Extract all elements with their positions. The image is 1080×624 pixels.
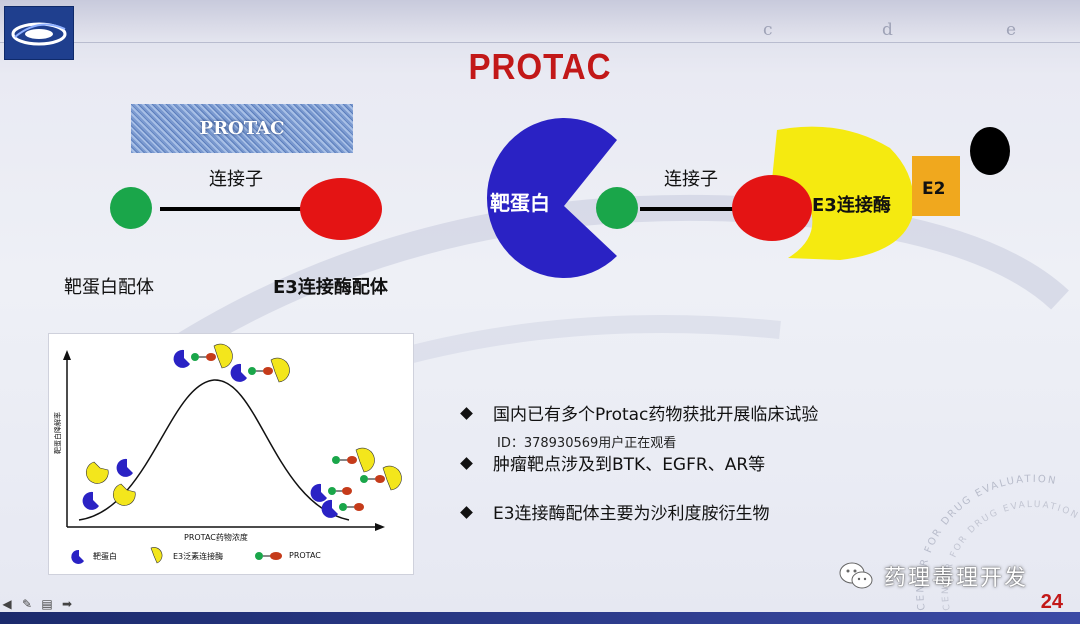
legend-protac: PROTAC: [289, 551, 321, 560]
legend-e3-ligase: E3泛素连接酶: [173, 552, 224, 561]
e3-ligand-red-ellipse: [300, 178, 382, 240]
bullet-3: E3连接酶配体主要为沙利度胺衍生物: [460, 499, 770, 524]
bullet-2-text: 肿瘤靶点涉及到BTK、EGFR、AR等: [493, 455, 766, 475]
protac-label-box: PROTAC: [131, 104, 353, 153]
bullet-1: 国内已有多个Protac药物获批开展临床试验: [460, 400, 819, 425]
slide-title: PROTAC: [468, 46, 612, 87]
wechat-icon: [839, 562, 873, 589]
diamond-bullet-icon: [460, 407, 473, 420]
header-letter-d: d: [882, 20, 893, 40]
e3-ligand-label: E3连接酶配体: [273, 277, 388, 298]
x-axis-label: PROTAC药物浓度: [184, 533, 248, 542]
cde-logo: [4, 6, 74, 60]
prev-slide-icon[interactable]: ◀: [2, 597, 12, 611]
bell-curve: [78, 379, 350, 521]
header-bar: [0, 0, 1080, 43]
y-axis-arrow: [63, 350, 71, 360]
wechat-account-watermark: 药理毒理开发: [838, 560, 1028, 592]
slideshow-toolbar: ◀ ✎ ▤ ➡: [0, 597, 74, 611]
header-letter-e: e: [1006, 20, 1017, 40]
right-green-ligand: [596, 187, 638, 229]
e3-ligase-shape: [772, 126, 914, 260]
target-protein-shape: [486, 118, 617, 278]
page-number: 24: [1040, 591, 1063, 613]
left-protac-molecule: [110, 178, 382, 240]
bottom-bar: [0, 612, 1080, 624]
protac-box-label: PROTAC: [199, 118, 285, 139]
right-red-ligand: [732, 175, 812, 241]
e2-box: [912, 156, 960, 216]
low-conc-molecules: [82, 458, 136, 510]
menu-icon[interactable]: ▤: [41, 597, 53, 611]
bullet-3-text: E3连接酶配体主要为沙利度胺衍生物: [493, 504, 770, 524]
cde-circular-stamp: CENTER FOR DRUG EVALUATION CENTER FOR DR…: [915, 474, 1078, 611]
next-slide-icon[interactable]: ➡: [61, 597, 73, 611]
legend-target-protein: 靶蛋白: [93, 552, 117, 561]
hook-effect-diagram: [63, 343, 402, 564]
right-linker-label: 连接子: [664, 169, 718, 190]
bullet-1-text: 国内已有多个Protac药物获批开展临床试验: [493, 405, 819, 425]
left-linker-label: 连接子: [209, 169, 263, 190]
high-conc-molecules: [310, 447, 402, 518]
target-ligand-label: 靶蛋白配体: [64, 277, 154, 298]
e2-label: E2: [922, 179, 946, 199]
y-axis-label: 靶蛋白降解率: [54, 412, 62, 454]
account-name: 药理毒理开发: [884, 566, 1029, 591]
legend-icons: [71, 547, 282, 564]
diamond-bullet-icon: [460, 457, 473, 470]
pen-icon[interactable]: ✎: [21, 597, 33, 611]
target-protein-label: 靶蛋白: [490, 191, 550, 215]
peak-ternary-molecules: [173, 343, 290, 383]
e3-ligase-label: E3连接酶: [812, 195, 891, 216]
bullet-2: 肿瘤靶点涉及到BTK、EGFR、AR等: [460, 450, 766, 475]
ubiquitin-black-dot: [970, 127, 1010, 175]
x-axis-arrow: [375, 523, 385, 531]
target-ligand-green-circle: [110, 187, 152, 229]
hook-effect-panel: PROTAC药物浓度 靶蛋白降解率 靶蛋白 E3泛素连接酶 PROTAC: [48, 333, 414, 575]
diamond-bullet-icon: [460, 506, 473, 519]
viewer-notice: ID：378930569用户正在观看: [497, 436, 677, 451]
header-letter-c: c: [763, 20, 773, 40]
right-ternary-complex: [486, 118, 1010, 278]
